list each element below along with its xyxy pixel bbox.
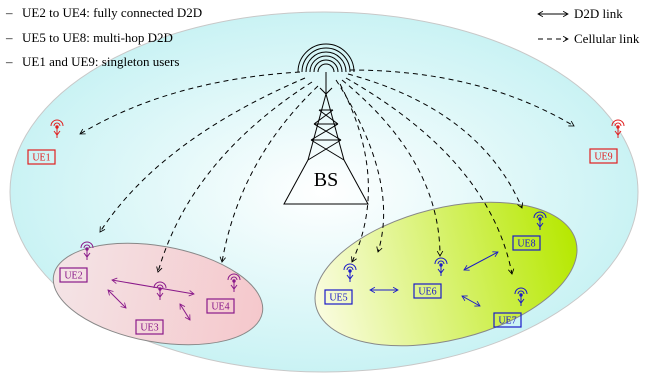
ue-label-box <box>206 298 235 314</box>
ue-node-ue5: UE5 <box>324 263 357 305</box>
antenna-icon <box>50 119 64 138</box>
ue-node-ue1: UE1 <box>27 119 64 165</box>
cellular-link-ue2 <box>99 77 306 233</box>
antenna-icon <box>611 119 625 138</box>
ue-label: UE7 <box>498 316 516 327</box>
legend-group-types: – UE2 to UE4: fully connected D2D – UE5 … <box>5 5 202 69</box>
ue-node-ue3: UE3 <box>135 281 167 335</box>
cellular-link-ue8 <box>347 73 524 209</box>
legend-item-text: UE5 to UE8: multi-hop D2D <box>22 30 173 45</box>
tower-icon <box>283 93 369 205</box>
cellular-link-ue7 <box>345 77 515 275</box>
ue-node-ue7: UE7 <box>493 287 528 328</box>
d2d-link-ue6-ue8 <box>463 251 499 271</box>
ue-label-box <box>59 267 88 283</box>
bs-signal-icon <box>297 43 355 73</box>
legend-item: – <box>5 5 13 20</box>
ue-node-ue4: UE4 <box>206 273 241 314</box>
d2d-link-ue3-ue4 <box>179 303 191 321</box>
ue-label: UE4 <box>211 302 229 313</box>
antenna-icon <box>153 281 167 300</box>
d2d-link-ue2-ue3 <box>107 289 127 309</box>
base-station <box>283 43 369 205</box>
d2d-links-multi-hop <box>369 251 499 307</box>
ue-label: UE1 <box>32 153 50 164</box>
legend-group-links: D2D link Cellular link <box>537 6 640 46</box>
ue-label: UE2 <box>64 271 82 282</box>
cellular-link-ue6a <box>341 79 444 257</box>
antenna-icon <box>434 257 448 276</box>
legend-item: – <box>5 30 13 45</box>
cellular-link-ue6b <box>335 79 385 253</box>
cellular-link-ue4 <box>219 85 319 263</box>
ue-node-ue8: UE8 <box>512 211 547 251</box>
ue-label: UE8 <box>517 239 535 250</box>
ue-label-box <box>589 148 618 164</box>
ue-label: UE5 <box>329 293 347 304</box>
antenna-icon <box>80 241 94 260</box>
multi-hop-cluster <box>314 201 578 347</box>
legend-item-text: UE1 and UE9: singleton users <box>22 54 179 69</box>
ue-label-box <box>413 283 442 299</box>
legend-item: – <box>5 54 13 69</box>
ue-label-box <box>324 289 353 305</box>
cellular-link-ue1 <box>79 71 301 135</box>
ue-label-box <box>512 235 541 251</box>
legend-d2d-label: D2D link <box>574 6 623 21</box>
legend-cellular-label: Cellular link <box>574 31 640 46</box>
cellular-link-ue5 <box>339 83 369 263</box>
d2d-link-ue6-ue7 <box>461 295 481 307</box>
ue-label: UE6 <box>418 287 436 298</box>
ue-label-box <box>135 319 164 335</box>
d2d-link-ue2-ue4 <box>111 277 195 297</box>
ue-label-box <box>493 312 522 328</box>
antenna-icon <box>533 211 547 230</box>
cellular-links <box>79 69 575 275</box>
cellular-link-ue9 <box>349 69 575 127</box>
ue-label: UE9 <box>594 152 612 163</box>
ue-node-ue6: UE6 <box>413 257 448 299</box>
ue-label: UE3 <box>140 323 158 334</box>
antenna-icon <box>227 273 241 292</box>
legend-item-text: UE2 to UE4: fully connected D2D <box>22 5 202 20</box>
d2d-links-fully-connected <box>107 277 195 321</box>
ue-node-ue9: UE9 <box>589 119 625 164</box>
ue-label-box <box>27 149 56 165</box>
antenna-icon <box>343 263 357 282</box>
bs-label: BS <box>314 169 338 191</box>
ue-node-ue2: UE2 <box>59 241 94 283</box>
antenna-icon <box>514 287 528 306</box>
